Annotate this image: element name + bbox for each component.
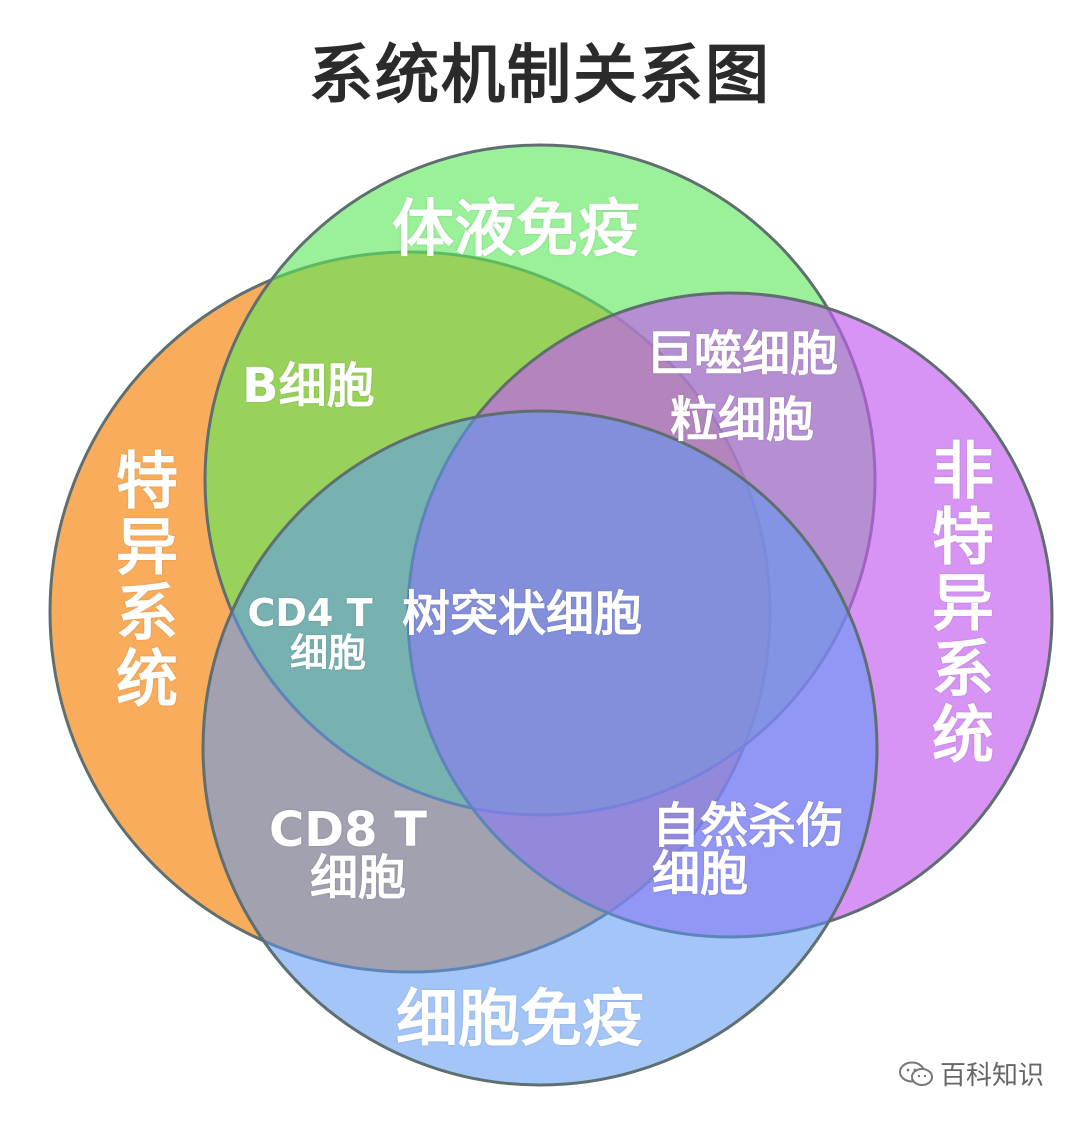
label-granulocyte: 粒细胞 [669,392,814,448]
label-cd8-line1: CD8 T [269,802,427,858]
diagram-title: 系统机制关系图 [309,39,771,113]
circle-cellular-immunity [201,409,879,1087]
label-humoral-immunity: 体液免疫 [392,192,641,265]
label-cd8-line2: 细胞 [309,850,406,906]
label-dendritic-cell: 树突状细胞 [402,586,643,642]
label-cd4-line1: CD4 T [247,591,373,635]
label-cellular-immunity: 细胞免疫 [396,982,645,1055]
label-macrophage: 巨噬细胞 [645,326,838,382]
label-specific-system: 特异系统 [105,448,178,712]
watermark: 百科知识 [898,1055,1044,1092]
label-nonspecific-system: 非特异系统 [921,438,994,768]
label-nk-line2: 细胞 [652,846,749,902]
label-b-cell: B细胞 [242,358,375,414]
watermark-text: 百科知识 [939,1061,1044,1091]
label-cd4-line2: 细胞 [289,631,366,675]
label-nk-line1: 自然杀伤 [652,798,845,854]
wechat-icon [898,1061,933,1086]
